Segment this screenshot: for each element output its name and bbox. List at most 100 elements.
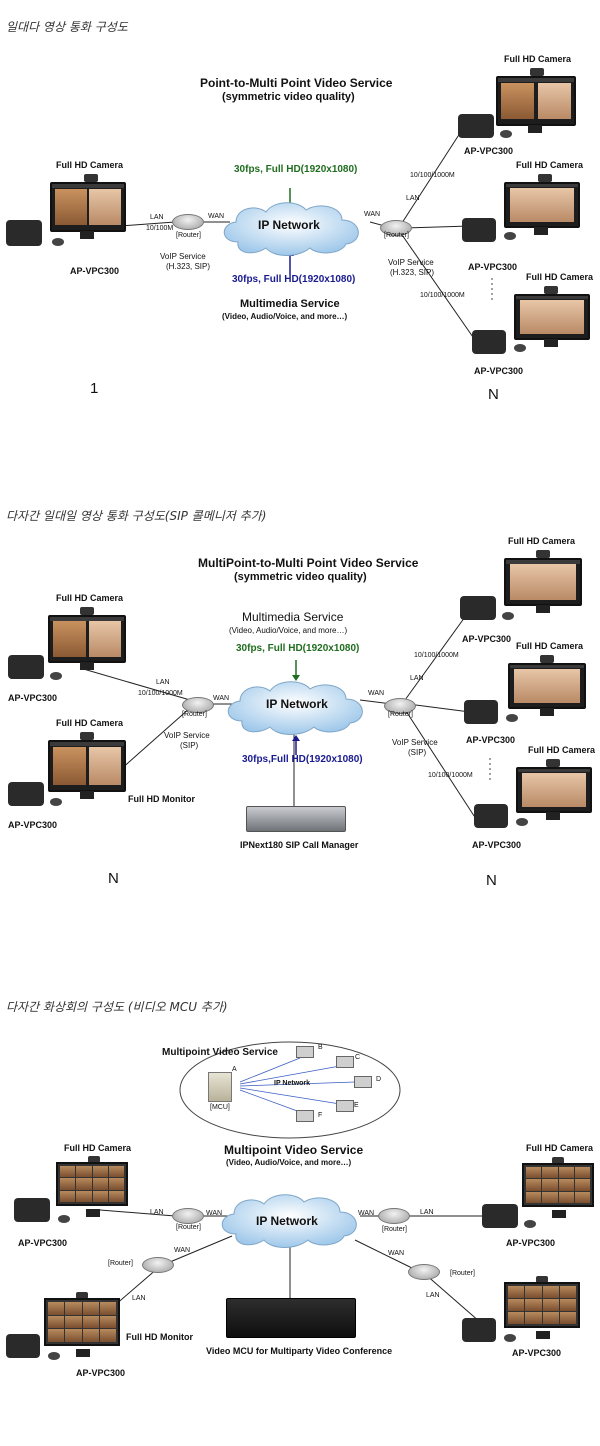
section-3-title: 다자간 화상회의 구성도 (비디오 MCU 추가) (6, 1000, 228, 1014)
mouse-icon (524, 1220, 536, 1228)
fps-label-bottom: 30fps,Full HD(1920x1080) (242, 754, 363, 765)
mouse-icon (514, 344, 526, 352)
mouse-icon (502, 612, 514, 620)
monitor-stand (80, 791, 94, 799)
monitor-stand (528, 125, 542, 133)
camera-icon (546, 759, 560, 767)
monitor-screen (514, 294, 590, 340)
phone-icon (6, 1334, 40, 1358)
camera-icon (544, 286, 558, 294)
service-subtitle: (symmetric video quality) (234, 571, 367, 583)
router-label: [Router] (388, 711, 413, 718)
monitor-screen (516, 767, 592, 813)
monitor-stand (540, 708, 554, 716)
service-subtitle: (symmetric video quality) (222, 91, 355, 103)
mcu-server-icon (226, 1298, 356, 1338)
device-label: AP-VPC300 (76, 1368, 126, 1378)
node-label: F (318, 1112, 323, 1119)
device-label: AP-VPC300 (466, 735, 516, 745)
device-label: AP-VPC300 (462, 634, 512, 644)
monitor-stand (536, 1331, 550, 1339)
router-icon (384, 698, 416, 714)
phone-icon (6, 220, 42, 246)
node-label: D (376, 1076, 382, 1083)
mcu-server-icon (208, 1072, 232, 1102)
camera-icon (540, 655, 554, 663)
node-label: C (355, 1054, 361, 1061)
camera-icon (76, 1292, 88, 1299)
router-icon (182, 697, 214, 713)
wan-label: WAN (364, 211, 381, 218)
fps-label-top: 30fps, Full HD(1920x1080) (236, 643, 360, 654)
ip-network-label: IP Network (258, 218, 320, 232)
device-label: AP-VPC300 (8, 820, 58, 830)
router-icon (408, 1264, 440, 1280)
wan-label: WAN (206, 1210, 223, 1217)
wan-label: WAN (213, 695, 230, 702)
speed-label: 10/100/1000M (410, 172, 455, 179)
lan-label: LAN (156, 679, 170, 686)
wan-label: WAN (174, 1247, 191, 1254)
node-label: E (354, 1102, 359, 1109)
node-device-icon (296, 1110, 314, 1122)
phone-icon (482, 1204, 518, 1228)
device-label: AP-VPC300 (70, 266, 120, 276)
voip-label: VoIP Service (160, 252, 206, 261)
ip-network-cloud (227, 681, 363, 735)
monitor-screen (508, 663, 586, 709)
monitor-stand (552, 1210, 566, 1218)
device-label: AP-VPC300 (18, 1238, 68, 1248)
device-label: AP-VPC300 (474, 366, 524, 376)
voip-sublabel: (SIP) (180, 741, 199, 750)
speed-label: 10/100M (146, 225, 174, 232)
monitor-screen (522, 1163, 594, 1207)
camera-label: Full HD Camera (516, 641, 584, 651)
camera-label: Full HD Camera (56, 593, 124, 603)
monitor-screen (504, 558, 582, 606)
mouse-icon (504, 1334, 516, 1342)
phone-icon (474, 804, 508, 828)
device-label: AP-VPC300 (506, 1238, 556, 1248)
service-title: Point-to-Multi Point Video Service (200, 76, 393, 90)
section-1-title: 일대다 영상 통화 구성도 (6, 20, 128, 34)
voip-sublabel: (H.323, SIP) (166, 262, 211, 271)
speed-label: 10/100/1000M (420, 292, 465, 299)
lan-label: LAN (410, 675, 424, 682)
device-label: AP-VPC300 (8, 693, 58, 703)
camera-icon (552, 1157, 564, 1164)
phone-icon (462, 1318, 496, 1342)
camera-label: Full HD Camera (526, 272, 594, 282)
camera-label: Full HD Camera (56, 160, 124, 170)
router-label: [Router] (108, 1260, 133, 1267)
phone-icon (14, 1198, 50, 1222)
device-label: AP-VPC300 (472, 840, 522, 850)
mouse-icon (58, 1215, 70, 1223)
speed-label: 10/100/1000M (138, 690, 183, 697)
router-icon (142, 1257, 174, 1273)
camera-icon (84, 174, 98, 182)
speed-label: 10/100/1000M (428, 772, 473, 779)
monitor-label: Full HD Monitor (128, 794, 195, 804)
ip-network-label: IP Network (256, 1214, 318, 1228)
lan-label: LAN (150, 1209, 164, 1216)
call-manager-label: IPNext180 SIP Call Manager (240, 840, 359, 850)
call-manager-device (246, 806, 346, 832)
phone-icon (462, 218, 496, 242)
router-label: [Router] (384, 232, 409, 239)
service-subtitle: (Video, Audio/Voice, and more…) (226, 1158, 352, 1167)
camera-icon (80, 607, 94, 615)
node-device-icon (336, 1100, 354, 1112)
mouse-icon (50, 672, 62, 680)
monitor-stand (544, 339, 558, 347)
camera-label: Full HD Camera (526, 1143, 594, 1153)
count-label: N (108, 870, 119, 887)
voip-label: VoIP Service (392, 738, 438, 747)
mouse-icon (50, 798, 62, 806)
mp-network-label: IP Network (274, 1080, 311, 1087)
camera-label: Full HD Camera (504, 54, 572, 64)
multimedia-title: Multimedia Service (240, 298, 340, 310)
monitor-stand (536, 605, 550, 613)
camera-label: Full HD Camera (528, 745, 596, 755)
mouse-icon (48, 1352, 60, 1360)
device-label: AP-VPC300 (464, 146, 514, 156)
